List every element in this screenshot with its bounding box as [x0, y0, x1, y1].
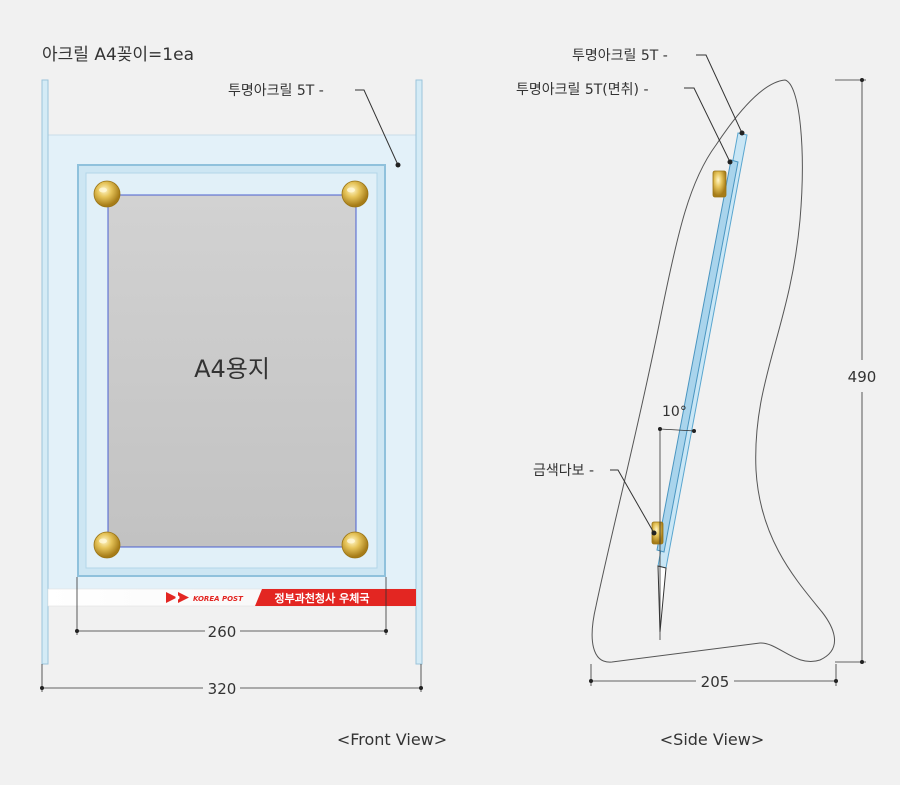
gold-standoff-icon [341, 180, 369, 208]
banner-text: 정부과천청사 우체국 [275, 591, 370, 605]
korea-post-logo-text: KOREA POST [193, 595, 244, 603]
a4-paper-label: A4용지 [194, 355, 270, 383]
gold-standoff-icon [93, 531, 121, 559]
a4-paper [107, 194, 357, 548]
side-callout-chamfered-leader [684, 87, 731, 163]
side-callout-clear-leader [696, 54, 743, 134]
side-callout-chamfered-dot [727, 159, 733, 165]
korea-post-logo-icon [166, 592, 189, 603]
front-right-post [415, 79, 423, 665]
front-left-post [41, 79, 49, 665]
front-callout-clear-acrylic: 투명아크릴 5T - [228, 83, 324, 99]
dim-inner-width [75, 577, 388, 635]
side-support-silhouette [591, 79, 835, 663]
side-acrylic-panel-chamfered [656, 159, 739, 553]
gold-standoff-icon [712, 170, 727, 198]
side-callout-clear-acrylic: 투명아크릴 5T - [572, 48, 668, 64]
dim-height [835, 78, 866, 664]
front-callout-dot [395, 162, 401, 168]
side-callout-gold-dot [651, 530, 657, 536]
dim-height-label: 490 [848, 368, 877, 386]
dim-outer-width [40, 664, 423, 692]
gold-standoff-icon [93, 180, 121, 208]
front-view-caption: <Front View> [337, 730, 447, 749]
dim-inner-width-label: 260 [208, 623, 237, 641]
side-callout-clear-dot [739, 130, 745, 136]
product-label: 아크릴 A4꽂이=1ea [42, 45, 194, 65]
side-panel-tip [657, 565, 667, 633]
side-callout-gold-leader [610, 469, 655, 534]
side-callout-gold-standoff: 금색다보 - [533, 463, 594, 479]
side-view-caption: <Side View> [660, 730, 764, 749]
dim-outer-width-label: 320 [208, 680, 237, 698]
angle-label: 10° [662, 404, 687, 420]
red-banner [255, 589, 416, 606]
front-callout-leader [355, 89, 399, 166]
dim-depth-label: 205 [701, 673, 730, 691]
angle-indicator [658, 427, 696, 640]
dim-depth [589, 664, 838, 686]
gold-standoff-icon [341, 531, 369, 559]
side-callout-chamfered-acrylic: 투명아크릴 5T(면취) - [516, 82, 649, 98]
